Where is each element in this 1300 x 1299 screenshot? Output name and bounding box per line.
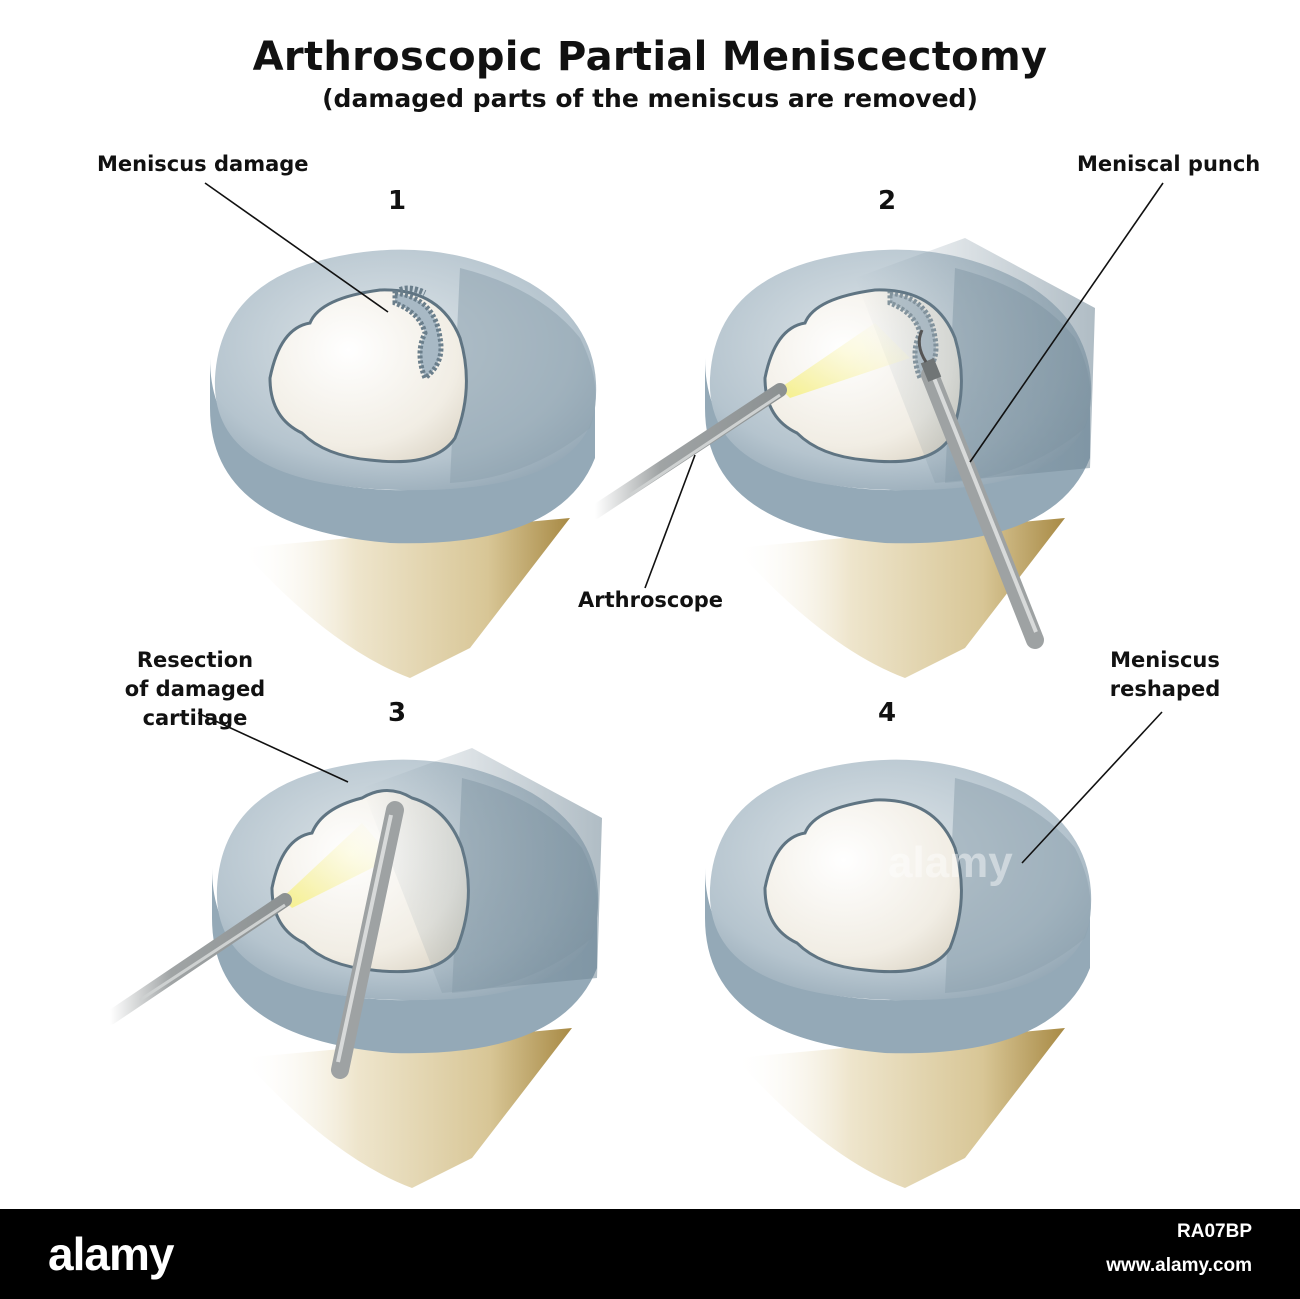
label-meniscus-reshaped: Meniscus reshaped <box>1100 646 1230 704</box>
label-arthroscope: Arthroscope <box>578 588 724 612</box>
footer-brand-logo: alamy <box>48 1228 174 1280</box>
step-number-4: 4 <box>878 698 897 728</box>
label-meniscus-damage: Meniscus damage <box>97 152 309 176</box>
label-meniscal-punch: Meniscal punch <box>1077 152 1261 176</box>
panel-3-arthroscope <box>103 893 292 1025</box>
panel-4-tibia <box>705 759 1092 1188</box>
leader-meniscus-reshaped <box>1021 711 1163 864</box>
step-number-2: 2 <box>878 186 897 216</box>
panel-2-arthroscope <box>588 383 787 519</box>
leader-resection <box>197 712 349 783</box>
label-reshaped-line2: reshaped <box>1109 677 1221 701</box>
diagram-title: Arthroscopic Partial Meniscectomy <box>252 34 1048 80</box>
watermark: alamy <box>888 838 1013 887</box>
footer-image-code: RA07BP <box>1177 1221 1252 1242</box>
panel-3-tibia <box>212 748 602 1188</box>
leader-meniscus-damage <box>204 182 389 313</box>
footer-site-url: www.alamy.com <box>1106 1255 1252 1276</box>
step-number-3: 3 <box>388 698 407 728</box>
panel-2-tibia <box>705 238 1095 678</box>
panel-1-tibia <box>210 249 597 678</box>
label-resection: Resection of damaged cartilage <box>75 646 315 733</box>
leader-arthroscope <box>644 454 696 589</box>
footer-bar: alamy RA07BP www.alamy.com <box>0 1209 1300 1299</box>
diagram-subtitle: (damaged parts of the meniscus are remov… <box>322 84 978 113</box>
step-number-1: 1 <box>388 186 407 216</box>
panel-2-meniscal-punch <box>917 329 1044 649</box>
leader-meniscal-punch <box>969 182 1164 463</box>
label-resection-line2: of damaged cartilage <box>124 677 266 730</box>
leader-lines <box>197 182 1164 864</box>
label-resection-line1: Resection <box>136 648 254 672</box>
panel-3-meniscal-punch <box>331 801 404 1079</box>
label-reshaped-line1: Meniscus <box>1110 648 1220 672</box>
